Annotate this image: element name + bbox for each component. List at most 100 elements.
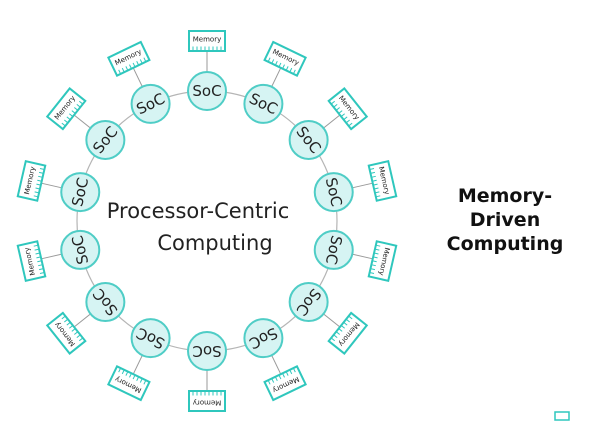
soc-node xyxy=(85,282,126,323)
memory-pin xyxy=(35,252,41,255)
memory-pin xyxy=(66,116,71,121)
soc-node xyxy=(243,318,284,359)
memory-pin xyxy=(338,328,343,332)
memory-pin xyxy=(61,122,66,127)
memory-module: Memory xyxy=(367,240,398,283)
memory-pin xyxy=(38,268,44,271)
memory-module: Memory xyxy=(16,240,47,283)
memory-pin xyxy=(343,321,348,326)
soc-label: SoC xyxy=(192,342,221,360)
soc-node xyxy=(60,229,101,270)
memory-pin xyxy=(132,374,136,380)
memory-pin xyxy=(121,67,125,73)
memory-pin xyxy=(292,69,296,75)
memory-pin xyxy=(35,187,41,190)
memory-module-body xyxy=(367,240,398,283)
memory-pin xyxy=(69,325,74,329)
soc-node xyxy=(130,318,171,359)
memory-pin xyxy=(292,367,296,373)
memory-pin xyxy=(271,59,275,64)
memory-pin xyxy=(118,367,122,373)
memory-pin xyxy=(373,256,378,259)
memory-pin xyxy=(121,369,125,375)
memory-pin xyxy=(38,264,43,267)
memory-pin xyxy=(34,248,40,251)
memory-module-body xyxy=(188,390,226,412)
memory-pin xyxy=(33,244,39,247)
memory-module-body xyxy=(327,311,369,355)
soc-node-group: Memory SoC xyxy=(187,331,227,412)
memory-pin xyxy=(373,183,378,186)
memory-pin xyxy=(36,256,41,259)
memory-pin xyxy=(38,171,44,174)
memory-pin xyxy=(118,69,122,75)
memory-label: Memory xyxy=(193,399,221,407)
memory-pin xyxy=(274,376,278,382)
soc-label: SoC xyxy=(192,82,221,100)
memory-pin xyxy=(125,371,129,376)
memory-pin xyxy=(330,100,336,105)
memory-pin xyxy=(278,62,282,68)
soc-node xyxy=(60,172,101,213)
memory-pin xyxy=(282,373,285,378)
memory-pin xyxy=(369,271,375,274)
memory-pin xyxy=(267,57,271,62)
memory-pin xyxy=(78,100,84,105)
memory-pin xyxy=(373,187,379,190)
memory-module: Memory xyxy=(367,159,398,202)
memory-pin xyxy=(37,179,42,182)
memory-module-body xyxy=(263,40,307,77)
memory-driven-line2: Computing xyxy=(446,233,564,255)
memory-pin xyxy=(285,66,289,71)
memory-pin xyxy=(139,59,143,64)
memory-pin xyxy=(76,103,81,108)
memory-pin xyxy=(73,107,79,111)
memory-module-body xyxy=(16,159,47,202)
memory-pin xyxy=(285,371,289,376)
memory-module-body xyxy=(45,87,87,131)
memory-pin xyxy=(330,337,336,342)
memory-module: Memory xyxy=(45,311,87,355)
memory-pin xyxy=(39,168,45,171)
memory-pin xyxy=(372,260,377,263)
memory-pin xyxy=(132,62,136,68)
memory-pin xyxy=(143,380,147,385)
memory-module-body xyxy=(327,87,369,131)
memory-pin xyxy=(274,60,278,66)
soc-node xyxy=(313,229,354,270)
memory-pin xyxy=(345,119,350,124)
memory-pin xyxy=(73,331,79,335)
memory-pin xyxy=(76,334,81,339)
memory-module-body xyxy=(263,365,307,402)
memory-pin xyxy=(39,271,45,274)
memory-module: Memory xyxy=(188,30,226,52)
memory-pin xyxy=(374,191,380,194)
memory-module: Memory xyxy=(263,365,307,402)
memory-module: Memory xyxy=(107,40,151,77)
memory-pin xyxy=(143,57,147,62)
memory-driven-title: Memory-Driven Computing xyxy=(430,184,580,256)
memory-module: Memory xyxy=(188,390,226,412)
soc-node xyxy=(187,331,227,371)
memory-module-body xyxy=(107,40,151,77)
soc-node xyxy=(85,119,126,160)
memory-pin xyxy=(335,331,341,335)
memory-pin xyxy=(343,116,348,121)
memory-pin xyxy=(61,315,66,320)
soc-node xyxy=(130,83,171,124)
memory-pin xyxy=(335,107,341,111)
memory-pin xyxy=(136,60,140,66)
memory-pin xyxy=(38,175,43,178)
memory-module: Memory xyxy=(263,40,307,77)
memory-pin xyxy=(340,113,345,117)
